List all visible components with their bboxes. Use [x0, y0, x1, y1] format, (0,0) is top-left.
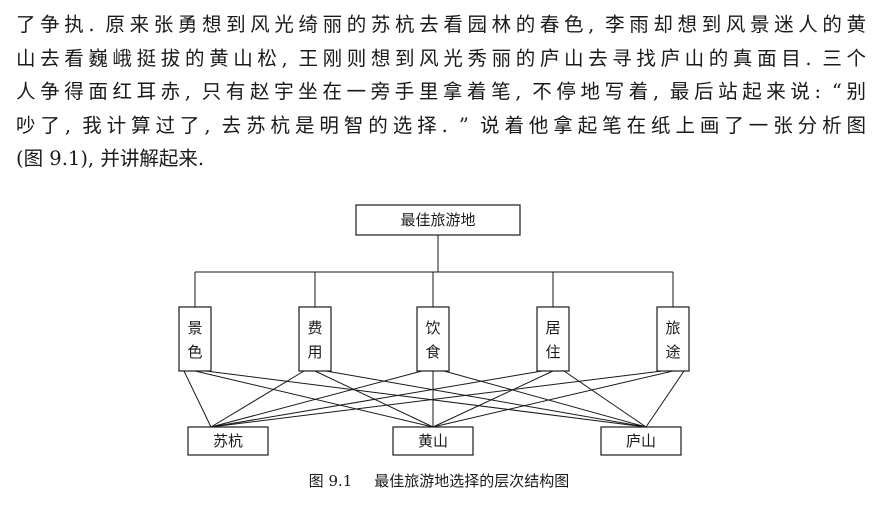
criterion-node: 旅途 [656, 306, 690, 372]
figure-title: 最佳旅游地选择的层次结构图 [374, 472, 570, 490]
connector-line [210, 370, 305, 428]
diagram-edges [183, 235, 685, 428]
alternative-box [392, 426, 474, 456]
connector-line [432, 370, 674, 428]
criterion-box [536, 306, 570, 372]
connector-line [325, 370, 647, 428]
paragraph-line: 人争得面红耳赤, 只有赵宇坐在一旁手里拿着笔, 不停地写着, 最后站起来说: “… [16, 80, 866, 103]
goal-label: 最佳旅游地 [400, 211, 475, 229]
alternative-box [187, 426, 269, 456]
connector-line [205, 370, 647, 428]
connector-line [210, 370, 423, 428]
alternative-node: 黄山 [392, 426, 474, 456]
goal-box [355, 204, 521, 236]
connector-line [563, 370, 647, 428]
figure-number: 图 9.1 [308, 472, 353, 490]
goal-node: 最佳旅游地 [355, 204, 521, 236]
criterion-node: 居住 [536, 306, 570, 372]
criterion-label: 景色 [187, 319, 202, 361]
alternative-label: 苏杭 [213, 432, 243, 450]
connector-line [183, 370, 212, 428]
criterion-node: 饮食 [416, 306, 450, 372]
criterion-box [178, 306, 212, 372]
alternative-label: 庐山 [626, 432, 656, 450]
alternative-box [600, 426, 682, 456]
criterion-label: 旅途 [665, 319, 680, 361]
paragraph-line: (图 9.1), 并讲解起来. [16, 147, 205, 170]
criterion-box [656, 306, 690, 372]
alternative-label: 黄山 [418, 432, 448, 450]
criterion-node: 景色 [178, 306, 212, 372]
connector-line [645, 370, 685, 428]
connector-line [210, 370, 663, 428]
paragraph-line: 山去看巍峨挺拔的黄山松, 王刚则想到风光秀丽的庐山去寻找庐山的真面目. 三个 [16, 46, 866, 70]
criterion-box [298, 306, 332, 372]
figure-caption: 图 9.1 最佳旅游地选择的层次结构图 [0, 470, 878, 491]
connector-line [210, 370, 543, 428]
alternative-node: 苏杭 [187, 426, 269, 456]
criterion-label: 费用 [307, 319, 322, 361]
criterion-box [416, 306, 450, 372]
connector-line [432, 370, 554, 428]
connector-line [443, 370, 647, 428]
paragraph-line: 吵了, 我计算过了, 去苏杭是明智的选择. ” 说着他拿起笔在纸上画了一张分析图 [16, 113, 866, 137]
criterion-label: 饮食 [425, 319, 440, 361]
alternative-node: 庐山 [600, 426, 682, 456]
body-paragraph: 了争执. 原来张勇想到风光绮丽的苏杭去看园林的春色, 李雨却想到风景迷人的黄 山… [16, 8, 866, 176]
paragraph-line: 了争执. 原来张勇想到风光绮丽的苏杭去看园林的春色, 李雨却想到风景迷人的黄 [16, 13, 866, 36]
criterion-label: 居住 [545, 319, 560, 361]
criterion-node: 费用 [298, 306, 332, 372]
connector-line [194, 370, 434, 428]
